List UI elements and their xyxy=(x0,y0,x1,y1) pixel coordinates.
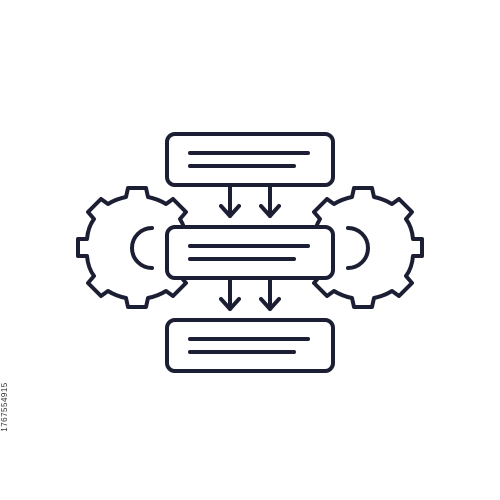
middle-process-box xyxy=(165,225,335,280)
stock-id-label: 176755491​5 xyxy=(0,382,9,432)
bottom-process-box xyxy=(165,318,335,373)
left-gear-icon xyxy=(76,186,198,309)
top-process-box xyxy=(165,132,335,187)
left-gear-hole-icon xyxy=(130,226,154,270)
down-arrow-icon xyxy=(259,183,281,218)
right-gear-icon xyxy=(302,186,424,309)
down-arrow-icon xyxy=(219,183,241,218)
down-arrow-icon xyxy=(219,276,241,311)
right-gear-hole-icon xyxy=(346,226,370,270)
down-arrow-icon xyxy=(259,276,281,311)
